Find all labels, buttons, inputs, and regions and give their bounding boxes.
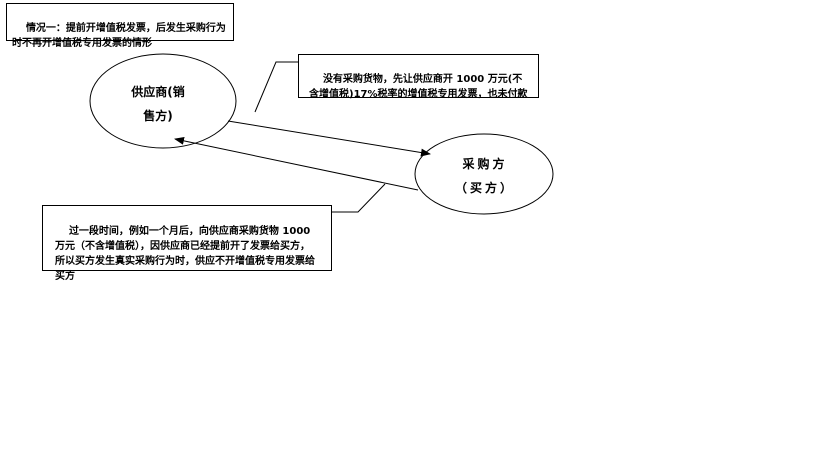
scenario-title-text: 情况一：提前开增值税发票，后发生采购行为时不再开增值税专用发票的情形 (12, 23, 226, 49)
buyer-label-line2: （买方） (454, 181, 515, 195)
supplier-label: 供应商(销 售方) (106, 80, 210, 128)
supplier-node (89, 53, 237, 149)
arrow-buyer-to-supplier (174, 136, 419, 191)
purchase-note-text: 过一段时间，例如一个月后，向供应商采购货物 1000 万元（不含增值税），因供应… (55, 226, 315, 282)
invoice-note-box: 没有采购货物，先让供应商开 1000 万元(不含增值税)17%税率的增值税专用发… (298, 54, 539, 100)
buyer-label: 采购方 （买方） (420, 152, 550, 200)
invoice-note-text: 没有采购货物，先让供应商开 1000 万元(不含增值税)17%税率的增值税专用发… (309, 74, 528, 100)
buyer-label-line1: 采购方 (462, 157, 508, 171)
purchase-note-box: 过一段时间，例如一个月后，向供应商采购货物 1000 万元（不含增值税），因供应… (42, 205, 332, 282)
supplier-label-line2: 售方) (143, 109, 173, 123)
arrow-supplier-to-buyer (227, 120, 431, 157)
scenario-title-box: 情况一：提前开增值税发票，后发生采购行为时不再开增值税专用发票的情形 (6, 3, 234, 49)
supplier-label-line1: 供应商(销 (131, 85, 185, 99)
callout-leader-top (254, 61, 298, 113)
buyer-node (414, 133, 554, 215)
callout-leader-bottom (332, 183, 386, 213)
